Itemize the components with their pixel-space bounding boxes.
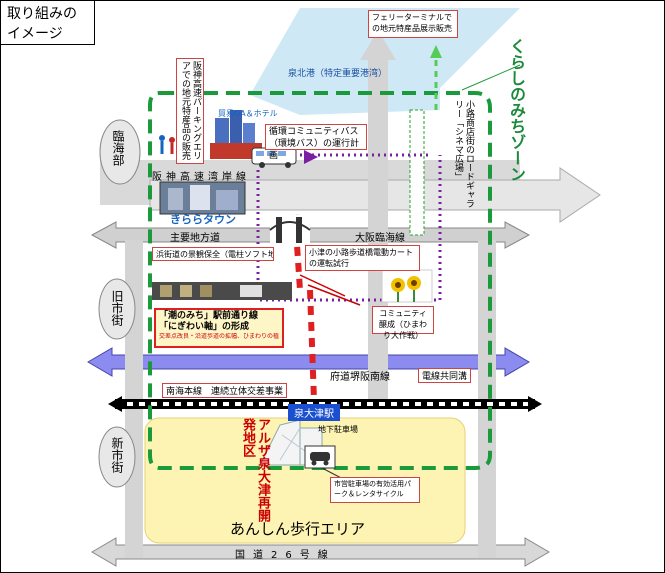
station-label: 泉大津駅 xyxy=(288,404,340,421)
aurora-box: 「潮のみち」駅前通り線 「にぎわい軸」の形成 交差点改良・沿道歩道の拡幅、ひまわ… xyxy=(154,308,284,348)
district-new-bg xyxy=(98,426,136,488)
ferry-label: フェリーターミナルでの地元特産品展示販売 xyxy=(368,10,458,38)
district-new-town: 新市街 xyxy=(110,437,124,473)
oa-hotel-label: 貿易OA＆ホテル xyxy=(218,109,278,118)
bridge-icon xyxy=(269,215,311,245)
title-box: 取り組みの イメージ xyxy=(1,1,95,45)
underground-parking-label: 地下駐車場 xyxy=(318,425,358,434)
nigiwai-label: 「にぎわい軸」の形成 xyxy=(159,322,250,332)
road-label-osaka-coastal: 大阪臨海線 xyxy=(355,233,405,244)
parking-area-label: 阪神高速パーキングエリアでの地元特産品の販売 xyxy=(176,58,204,164)
kirara-label: きららタウン xyxy=(170,213,236,226)
nigiwai-axis-1 xyxy=(292,214,303,291)
title-line2: イメージ xyxy=(7,26,63,42)
anshin-label: あんしん歩行エリア xyxy=(230,520,366,538)
nankai-label: 南海本線 連続立体交差事業 xyxy=(162,383,288,398)
community-bus-label: 循環コミュニティバス（環境バス）の運行計画 xyxy=(265,124,367,161)
nigiwai-sub-label: 交差点改良・沿道歩道の拡幅、ひまわりの植栽 xyxy=(159,333,279,340)
national-road-arrow xyxy=(91,537,550,567)
district-coastal: 臨海部 xyxy=(111,130,125,166)
aurora-label: 「潮のみち」駅前通り線 xyxy=(159,311,259,321)
road-label-national: 国道26号線 xyxy=(235,550,336,561)
oldtown-photo xyxy=(152,282,292,300)
kurashi-zone-border xyxy=(148,91,492,470)
alley-cart-label: 小津の小路歩道橋電動カートの運転試行 xyxy=(305,245,420,271)
nigiwai-axis-2 xyxy=(307,289,317,401)
district-old-town: 旧市街 xyxy=(110,290,124,326)
landscape-label: 浜街道の景観保全（電柱ソフト地中化等） xyxy=(152,247,274,261)
gallery-strip xyxy=(409,109,425,236)
road-label-prefectural: 府道堺阪南線 xyxy=(330,372,390,383)
bus-route-2 xyxy=(256,155,442,302)
community-flowers-label: コミュニティ醸成（ひまわり大作戦） xyxy=(372,306,434,340)
road-label-hanshin: 阪神高速湾岸線 xyxy=(152,172,250,183)
sunflower-photo xyxy=(381,269,433,303)
title-line1: 取り組みの xyxy=(7,6,77,22)
cycle-label: 市営駐車場の有効活用パーク＆レンタサイクル xyxy=(330,477,420,503)
road-label-major-local: 主要地方道 xyxy=(170,233,220,244)
small-gallery-label: 小路商店街のロードギャラリー「シネマ広場」 xyxy=(453,100,474,208)
port-label: 泉北港（特定重要港湾） xyxy=(288,69,388,79)
hotel-base xyxy=(210,143,262,159)
district-old-bg xyxy=(98,278,136,340)
zone-title: くらしのみちゾーン xyxy=(507,38,526,182)
alpha-label: アルザ泉大津再開発地区 xyxy=(240,418,270,522)
district-coastal-bg xyxy=(99,119,141,185)
electric-line-label: 電線共同溝 xyxy=(418,368,472,383)
